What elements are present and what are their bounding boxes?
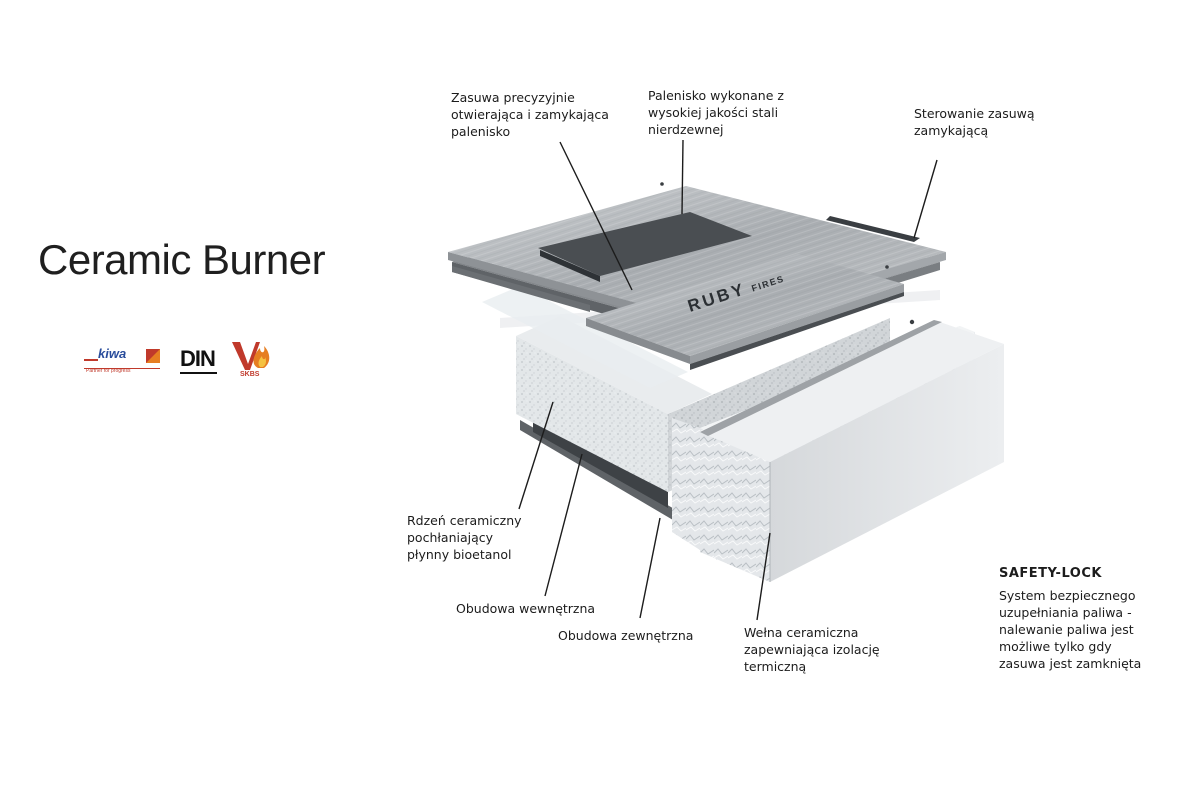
leader-outer xyxy=(640,518,660,618)
outer-housing-front xyxy=(700,320,1004,582)
safety-lock-description: System bezpiecznego uzupełniania paliwa … xyxy=(999,587,1141,672)
label-outer-housing: Obudowa zewnętrzna xyxy=(558,627,693,644)
label-firebox: Palenisko wykonane z wysokiej jakości st… xyxy=(648,87,784,138)
label-damper-control: Sterowanie zasuwą zamykającą xyxy=(914,105,1035,139)
label-ceramic-core: Rdzeń ceramiczny pochłaniający płynny bi… xyxy=(407,512,522,563)
label-damper: Zasuwa precyzyjnie otwierająca i zamykaj… xyxy=(451,89,609,140)
label-ceramic-wool: Wełna ceramiczna zapewniająca izolację t… xyxy=(744,624,880,675)
leader-inner xyxy=(545,454,582,596)
leader-firebox xyxy=(682,140,683,214)
label-inner-housing: Obudowa wewnętrzna xyxy=(456,600,595,617)
leader-control xyxy=(914,160,937,238)
safety-lock-title: SAFETY-LOCK xyxy=(999,566,1102,581)
